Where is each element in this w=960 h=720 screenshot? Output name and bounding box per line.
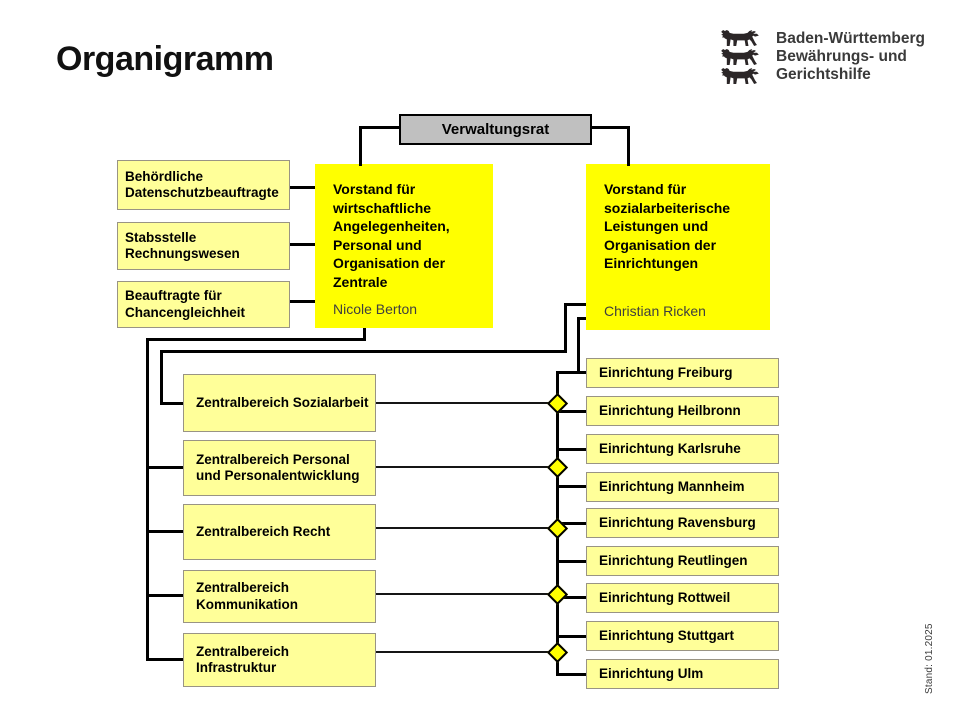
einrichtung-ulm: Einrichtung Ulm: [586, 659, 779, 689]
zentralbereich-infrastruktur: Zentralbereich Infrastruktur: [183, 633, 376, 687]
staff-unit-label: Behördliche Datenschutzbeauftragte: [125, 168, 279, 201]
vorstand-sozial-name: Christian Ricken: [604, 302, 706, 319]
bw-lions-icon: [720, 30, 760, 84]
einrichtung-label: Einrichtung Karlsruhe: [599, 440, 741, 456]
einrichtung-label: Einrichtung Mannheim: [599, 478, 745, 494]
einrichtung-label: Einrichtung Ravensburg: [599, 514, 756, 530]
connector-line: [160, 402, 183, 405]
connector-line: [290, 300, 315, 303]
connector-line: [556, 371, 586, 374]
connector-line: [359, 126, 362, 166]
connector-line: [556, 410, 586, 413]
staff-unit-rechnungswesen: Stabsstelle Rechnungswesen: [117, 222, 290, 270]
connector-line: [376, 466, 550, 468]
vorstand-sozial-box: Vorstand für sozialarbeiterische Leistun…: [586, 164, 770, 330]
connector-line: [376, 527, 550, 529]
connector-line: [556, 560, 586, 563]
einrichtung-ravensburg: Einrichtung Ravensburg: [586, 508, 779, 538]
zentralbereich-label: Zentralbereich Personal und Personalentw…: [196, 451, 360, 484]
connector-line: [290, 243, 315, 246]
connector-line: [146, 338, 149, 661]
vorstand-sozial-title: Vorstand für sozialarbeiterische Leistun…: [604, 181, 731, 271]
connector-line: [564, 303, 586, 306]
connector-line: [160, 350, 163, 405]
zentralbereich-kommunikation: Zentralbereich Kommunikation: [183, 570, 376, 623]
connector-line: [146, 466, 183, 469]
organization-name: Baden-Württemberg Bewährungs- und Gerich…: [776, 30, 925, 84]
stand-date: Stand: 01.2025: [924, 623, 935, 694]
verwaltungsrat-label: Verwaltungsrat: [441, 121, 550, 138]
einrichtung-label: Einrichtung Rottweil: [599, 589, 731, 605]
connector-line: [577, 317, 580, 374]
zentralbereich-label: Zentralbereich Infrastruktur: [196, 643, 290, 676]
einrichtung-label: Einrichtung Ulm: [599, 665, 704, 681]
einrichtung-label: Einrichtung Reutlingen: [599, 552, 748, 568]
zentralbereich-label: Zentralbereich Sozialarbeit: [196, 394, 369, 410]
connector-line: [359, 126, 399, 129]
connector-line: [556, 635, 586, 638]
connector-line: [160, 350, 567, 353]
einrichtung-freiburg: Einrichtung Freiburg: [586, 358, 779, 388]
zentralbereich-label: Zentralbereich Kommunikation: [196, 580, 299, 612]
connector-line: [556, 596, 586, 599]
einrichtung-karlsruhe: Einrichtung Karlsruhe: [586, 434, 779, 464]
organization-logo: Baden-Württemberg Bewährungs- und Gerich…: [720, 30, 925, 84]
zentralbereich-personal: Zentralbereich Personal und Personalentw…: [183, 440, 376, 496]
page-title: Organigramm: [56, 40, 274, 78]
connector-line: [146, 594, 183, 597]
einrichtung-label: Einrichtung Heilbronn: [599, 402, 741, 418]
connector-line: [577, 317, 586, 320]
vorstand-wirtschaft-title: Vorstand für wirtschaftliche Angelegenhe…: [333, 181, 450, 290]
org-name-line1: Baden-Württemberg: [776, 30, 925, 47]
einrichtung-label: Einrichtung Freiburg: [599, 364, 733, 380]
connector-line: [556, 673, 586, 676]
staff-unit-label: Beauftragte für Chancengleichheit: [125, 288, 246, 320]
connector-line: [146, 530, 183, 533]
zentralbereich-sozialarbeit: Zentralbereich Sozialarbeit: [183, 374, 376, 432]
connector-line: [564, 303, 567, 353]
einrichtung-stuttgart: Einrichtung Stuttgart: [586, 621, 779, 651]
staff-unit-datenschutz: Behördliche Datenschutzbeauftragte: [117, 160, 290, 210]
verwaltungsrat-box: Verwaltungsrat: [399, 114, 592, 145]
diamond-junction-icon: [546, 641, 569, 664]
zentralbereich-label: Zentralbereich Recht: [196, 523, 331, 539]
connector-line: [376, 402, 550, 404]
connector-line: [556, 522, 586, 525]
staff-unit-label: Stabsstelle Rechnungswesen: [125, 229, 240, 262]
einrichtung-rottweil: Einrichtung Rottweil: [586, 583, 779, 613]
connector-line: [146, 658, 183, 661]
zentralbereich-recht: Zentralbereich Recht: [183, 504, 376, 560]
einrichtung-reutlingen: Einrichtung Reutlingen: [586, 546, 779, 576]
connector-line: [146, 338, 366, 341]
diamond-junction-icon: [546, 583, 569, 606]
connector-line: [376, 651, 550, 653]
org-name-line3: Gerichtshilfe: [776, 66, 871, 83]
org-name-line2: Bewährungs- und: [776, 48, 907, 65]
connector-line: [376, 593, 550, 595]
vorstand-wirtschaft-box: Vorstand für wirtschaftliche Angelegenhe…: [315, 164, 493, 328]
staff-unit-chancengleichheit: Beauftragte für Chancengleichheit: [117, 281, 290, 328]
einrichtung-label: Einrichtung Stuttgart: [599, 627, 734, 643]
connector-line: [556, 485, 586, 488]
einrichtung-mannheim: Einrichtung Mannheim: [586, 472, 779, 502]
connector-line: [290, 186, 315, 189]
connector-line: [363, 328, 366, 341]
connector-line: [556, 448, 586, 451]
einrichtung-heilbronn: Einrichtung Heilbronn: [586, 396, 779, 426]
diamond-junction-icon: [546, 456, 569, 479]
connector-line: [627, 126, 630, 166]
connector-line: [592, 126, 630, 129]
vorstand-wirtschaft-name: Nicole Berton: [333, 300, 418, 317]
